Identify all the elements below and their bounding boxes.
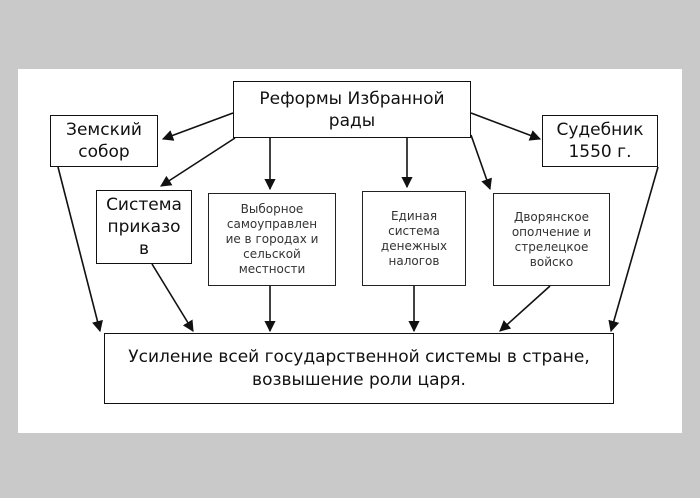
arrow-zemsky-result bbox=[57, 166, 103, 333]
arrow-root-system bbox=[160, 137, 236, 187]
sudebnik-label: Судебник 1550 г. bbox=[556, 120, 644, 162]
result-label: Усиление всей государственной системы в … bbox=[128, 346, 590, 390]
tax-system-label: Единая система денежных налогов bbox=[380, 208, 448, 268]
result-box: Усиление всей государственной системы в … bbox=[104, 333, 614, 404]
root-label: Реформы Избранной рады bbox=[259, 88, 445, 131]
army-box: Дворянское ополчение и стрелецкое войско bbox=[493, 193, 610, 286]
tax-system-box: Единая система денежных налогов bbox=[362, 191, 466, 286]
arrow-army-result bbox=[499, 285, 551, 332]
arrow-root-zemsky bbox=[161, 112, 234, 141]
arrow-system-result bbox=[151, 263, 194, 332]
arrow-sudebnik-result bbox=[608, 166, 659, 333]
root-box: Реформы Избранной рады bbox=[233, 81, 471, 138]
army-label: Дворянское ополчение и стрелецкое войско bbox=[511, 209, 592, 269]
sudebnik-box: Судебник 1550 г. bbox=[542, 115, 658, 167]
prikaz-system-label: Система приказо в bbox=[106, 195, 182, 259]
arrow-root-sudebnik bbox=[470, 112, 542, 141]
prikaz-system-box: Система приказо в bbox=[96, 190, 192, 264]
zemsky-sobor-label: Земский собор bbox=[66, 120, 142, 162]
arrow-root-army bbox=[470, 134, 492, 191]
zemsky-sobor-box: Земский собор bbox=[50, 115, 158, 167]
self-government-box: Выборное самоуправлен ие в городах и сел… bbox=[208, 193, 336, 286]
self-government-label: Выборное самоуправлен ие в городах и сел… bbox=[225, 202, 319, 276]
